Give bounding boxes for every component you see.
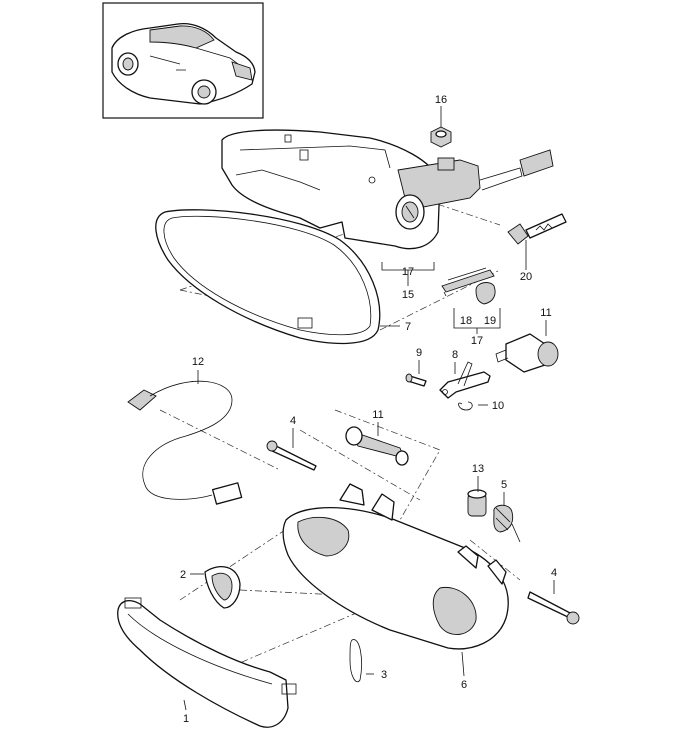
part-label-8: 8 [452, 349, 458, 361]
part-label-9: 9 [416, 347, 422, 359]
vehicle-thumbnail [102, 2, 264, 119]
part-label-2: 2 [180, 569, 186, 581]
part-label-11: 11 [540, 307, 551, 319]
part-label-10: 10 [492, 400, 504, 412]
part-label-7: 7 [405, 321, 411, 333]
part-label-4-upper: 4 [290, 415, 296, 427]
part-3-seal [349, 639, 362, 683]
part-label-3: 3 [381, 669, 387, 681]
part-label-5: 5 [501, 479, 507, 491]
part-20-key [507, 213, 567, 245]
part-label-16: 16 [435, 94, 447, 106]
part-label-14: 13 [472, 463, 484, 475]
part-9-screw [405, 373, 427, 387]
part-4-pin-upper [266, 440, 317, 471]
part-labels: 16 20 17 15 18 19 17 7 11 9 8 10 12 4 11… [180, 94, 557, 725]
part-18-spring-plate [441, 267, 495, 297]
part-1-handle-grip [117, 597, 297, 728]
part-label-17-lower: 17 [471, 335, 483, 347]
car-icon [111, 22, 256, 105]
lock-carrier-bracket [221, 129, 441, 250]
lead-lines [183, 106, 555, 711]
lock-cylinder [395, 149, 554, 230]
part-6-handle-housing [282, 483, 509, 650]
part-2-seal [204, 566, 241, 609]
part-19-cap [475, 282, 496, 305]
part-13-cable [127, 380, 243, 505]
part-label-18: 18 [460, 315, 472, 327]
part-label-1: 1 [183, 713, 189, 725]
part-label-17-upper: 17 [402, 266, 414, 278]
part-10-clip [458, 401, 473, 411]
part-14-bushing [467, 489, 487, 517]
part-label-19: 19 [484, 315, 496, 327]
part-label-4-lower: 4 [551, 567, 557, 579]
part-label-12: 11 [372, 409, 383, 421]
part-label-6: 6 [461, 679, 467, 691]
part-label-15: 15 [402, 289, 414, 301]
part-16-nut [430, 126, 452, 148]
part-11-microswitch [495, 333, 559, 373]
part-5-spring [493, 504, 521, 543]
part-7-gasket [155, 209, 381, 345]
part-12-pin [345, 426, 409, 466]
part-8-lever [439, 361, 491, 399]
part-label-20: 20 [520, 271, 532, 283]
part-4-pin-lower [527, 591, 580, 625]
part-label-13: 12 [192, 356, 204, 368]
